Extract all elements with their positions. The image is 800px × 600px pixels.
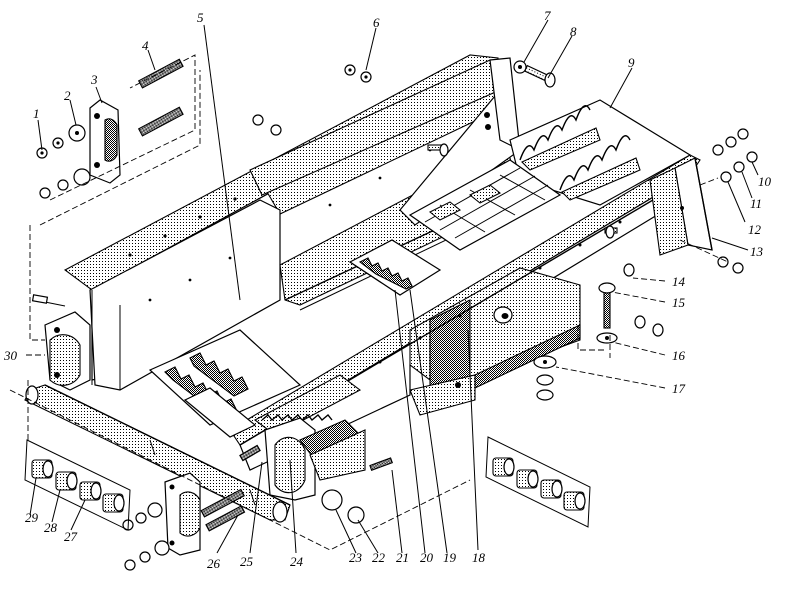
callout-4: 4	[142, 38, 149, 53]
callout-5: 5	[197, 10, 204, 25]
callout-26: 26	[207, 556, 221, 571]
callout-7: 7	[544, 8, 551, 23]
leader-lines	[26, 19, 759, 554]
callout-21: 21	[396, 550, 409, 565]
callout-2: 2	[64, 88, 71, 103]
clamp-block	[89, 99, 121, 184]
callout-labels: 1 2 3 4 5 6 7 8 9 10 11 12 13 14 15 16 1…	[3, 8, 772, 571]
callout-24: 24	[290, 554, 304, 569]
callout-10: 10	[758, 174, 772, 189]
callout-20: 20	[420, 550, 434, 565]
callout-30: 30	[3, 348, 18, 363]
callout-28: 28	[44, 520, 58, 535]
right-bearing-housing	[264, 417, 366, 501]
drive-shaft	[24, 384, 291, 523]
callout-25: 25	[240, 554, 254, 569]
callout-17: 17	[672, 381, 686, 396]
callout-19: 19	[443, 550, 457, 565]
callout-8: 8	[570, 24, 577, 39]
assembly-guide-lines	[9, 54, 729, 551]
fasteners	[36, 60, 758, 571]
callout-22: 22	[372, 550, 386, 565]
callout-1: 1	[33, 106, 40, 121]
rear-end-plate	[649, 157, 713, 256]
callout-14: 14	[672, 274, 686, 289]
callout-29: 29	[25, 510, 39, 525]
finger-comb-front	[148, 329, 302, 438]
callout-6: 6	[373, 15, 380, 30]
callout-18: 18	[472, 550, 486, 565]
stud-bolts	[137, 58, 246, 532]
callout-16: 16	[672, 348, 686, 363]
callout-15: 15	[672, 295, 686, 310]
callout-13: 13	[750, 244, 764, 259]
left-bearing-housing	[31, 294, 91, 391]
top-rear-cover	[249, 57, 521, 226]
lower-left-bracket	[164, 472, 201, 556]
bushing-set-right	[485, 436, 591, 528]
callout-3: 3	[90, 72, 98, 87]
callout-11: 11	[750, 196, 762, 211]
callout-12: 12	[748, 222, 762, 237]
bolts	[239, 64, 635, 471]
right-side-member	[229, 154, 701, 471]
callout-9: 9	[628, 55, 635, 70]
callout-23: 23	[349, 550, 363, 565]
bushing-set-left	[24, 439, 131, 531]
callout-27: 27	[64, 529, 78, 544]
finger-comb-center	[348, 239, 442, 296]
grate-cells	[408, 159, 562, 251]
toothed-grate-rear	[509, 99, 692, 206]
